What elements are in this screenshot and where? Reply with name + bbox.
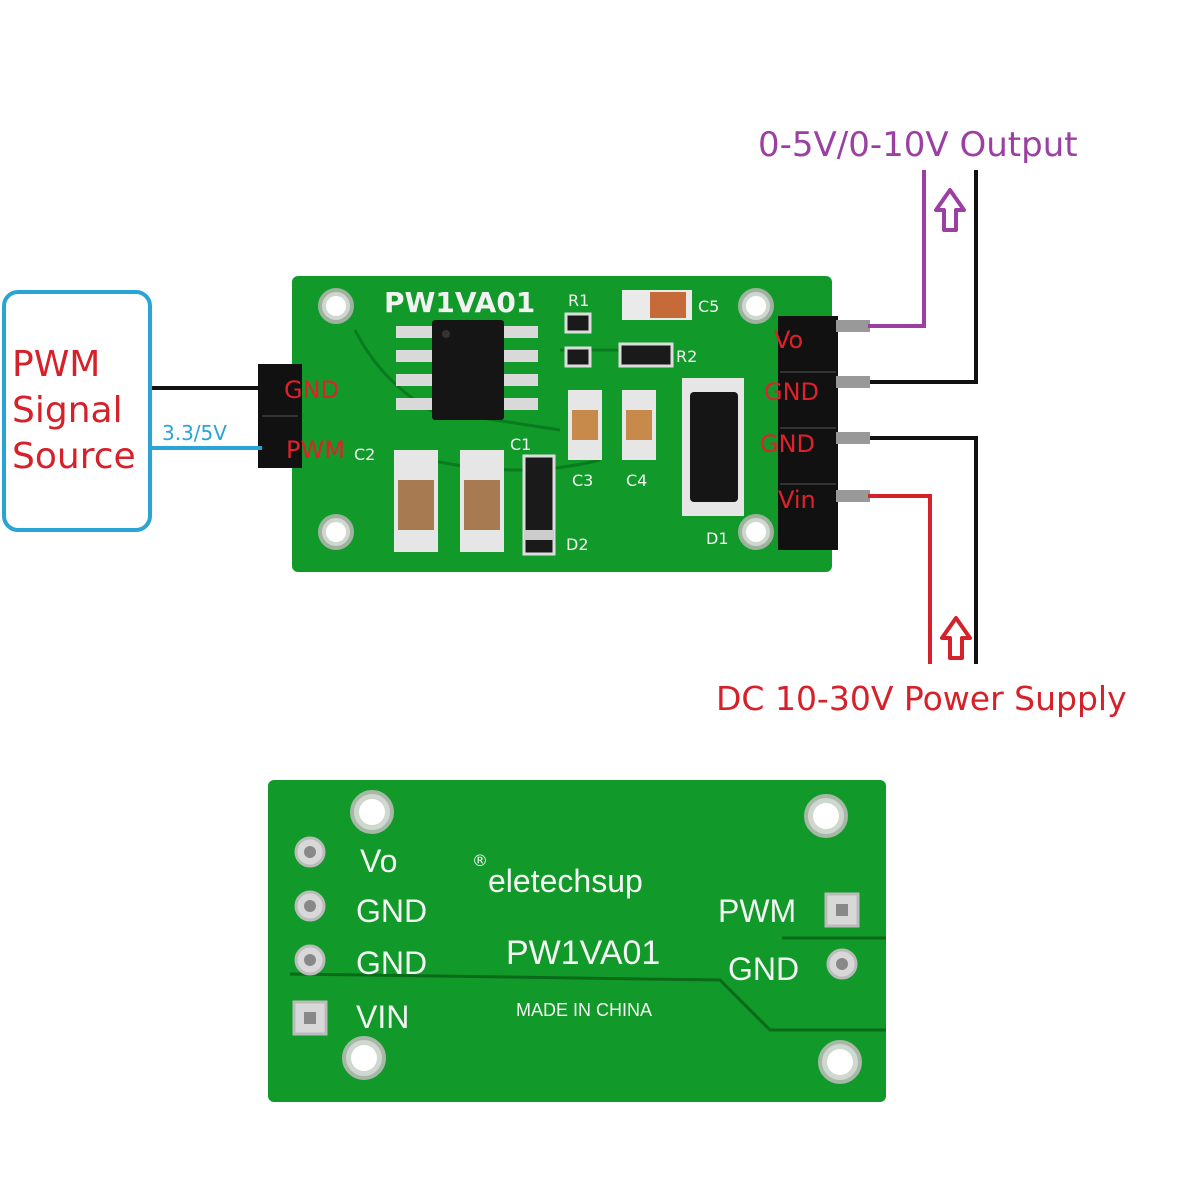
bottom-left-pin-vo: Vo [360, 843, 397, 879]
brand-registered-mark: ® [472, 851, 488, 870]
resistor-pad [564, 346, 592, 368]
top-right-pin-gnd-2: GND [760, 430, 815, 458]
label-r2: R2 [676, 347, 697, 366]
capacitor-c5 [650, 292, 686, 318]
ic-chip [396, 320, 538, 420]
bottom-brand: eletechsup [488, 863, 643, 899]
label-c1: C1 [510, 435, 531, 454]
pcb-traces [289, 936, 886, 1032]
pwm-signal-source-box [2, 290, 152, 532]
power-title: DC 10-30V Power Supply [716, 679, 1127, 718]
diode-d1 [690, 392, 738, 502]
bottom-board: Vo GND GND VIN ® eletechsup PW1VA01 MADE… [268, 780, 886, 1102]
bottom-left-pin-gnd-1: GND [356, 893, 427, 929]
bottom-right-pin-gnd: GND [728, 951, 799, 987]
capacitor-c4 [626, 410, 652, 440]
label-c5: C5 [698, 297, 719, 316]
label-d2: D2 [566, 535, 589, 554]
source-label-line2: Signal [12, 390, 123, 431]
top-right-pin-vo: Vo [774, 326, 803, 354]
label-d1: D1 [706, 529, 729, 548]
top-right-pin-vin: Vin [778, 486, 816, 514]
top-board: PW1VA01 R1 C5 R2 C3 C4 [258, 276, 870, 572]
wire-vo-output [868, 170, 926, 328]
top-right-pin-gnd-1: GND [764, 378, 819, 406]
label-r1: R1 [568, 291, 589, 310]
wire-vin-power [868, 494, 932, 664]
bottom-left-pin-vin: VIN [356, 999, 409, 1035]
bottom-made-in: MADE IN CHINA [516, 1000, 652, 1020]
capacitor-c1 [464, 480, 500, 530]
wires [152, 170, 978, 664]
right-pin-header [778, 316, 838, 550]
source-label-line1: PWM [12, 344, 100, 385]
wire-gnd-output [870, 170, 978, 384]
wire-gnd-power [870, 436, 978, 664]
top-left-pin-pwm: PWM [286, 436, 345, 464]
resistor-r2 [618, 342, 674, 368]
capacitor-c3 [572, 410, 598, 440]
bottom-board-model: PW1VA01 [506, 934, 660, 972]
bottom-left-pin-gnd-2: GND [356, 945, 427, 981]
label-c3: C3 [572, 471, 593, 490]
resistor-r1 [564, 312, 592, 334]
capacitor-c2 [398, 480, 434, 530]
top-board-model: PW1VA01 [384, 286, 535, 319]
output-title: 0-5V/0-10V Output [758, 125, 1078, 165]
top-left-pin-gnd: GND [284, 376, 339, 404]
voltage-tag: 3.3/5V [162, 421, 227, 445]
bottom-right-pin-pwm: PWM [718, 893, 796, 929]
label-c2: C2 [354, 445, 375, 464]
arrow-up-icon [940, 616, 972, 660]
bottom-board-pcb [268, 780, 886, 1102]
source-label-line3: Source [12, 436, 136, 477]
arrow-up-icon [934, 188, 966, 232]
label-c4: C4 [626, 471, 647, 490]
